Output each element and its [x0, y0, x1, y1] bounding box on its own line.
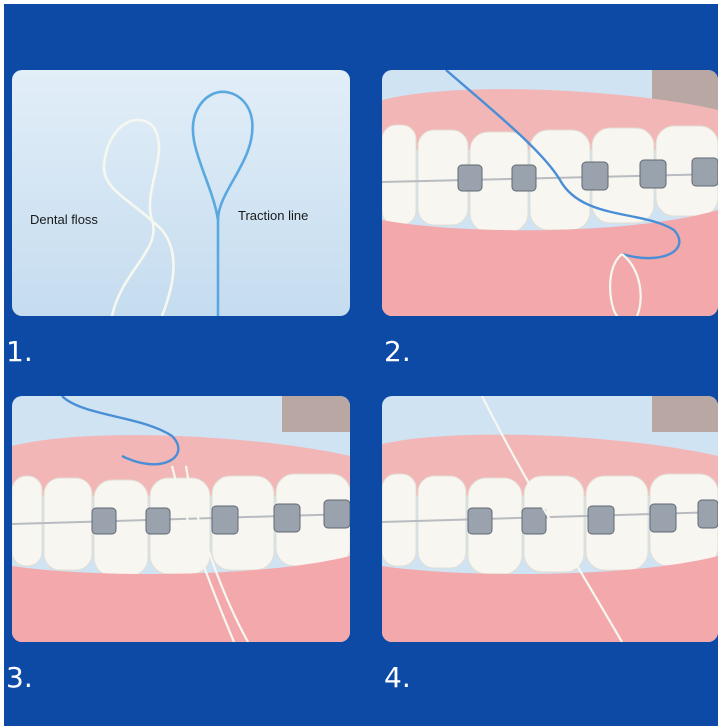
step-1-panel: Dental floss Traction line [12, 70, 350, 316]
braces-floss-pull-illustration [12, 396, 350, 642]
braces-threading-illustration [382, 70, 718, 316]
step-3-panel [12, 396, 350, 642]
step-4-panel [382, 396, 718, 642]
traction-line-label: Traction line [238, 208, 308, 223]
braces-floss-clean-illustration [382, 396, 718, 642]
step-number-4: 4. [384, 664, 411, 692]
floss-and-threader-illustration [12, 70, 350, 316]
background-object [652, 396, 718, 432]
dental-floss-label: Dental floss [30, 212, 98, 227]
instruction-canvas: Dental floss Traction line 1. [4, 4, 718, 726]
step-number-2: 2. [384, 338, 411, 366]
step-2-panel [382, 70, 718, 316]
step-number-3: 3. [6, 664, 33, 692]
step-number-1: 1. [6, 338, 33, 366]
background-object [282, 396, 350, 432]
